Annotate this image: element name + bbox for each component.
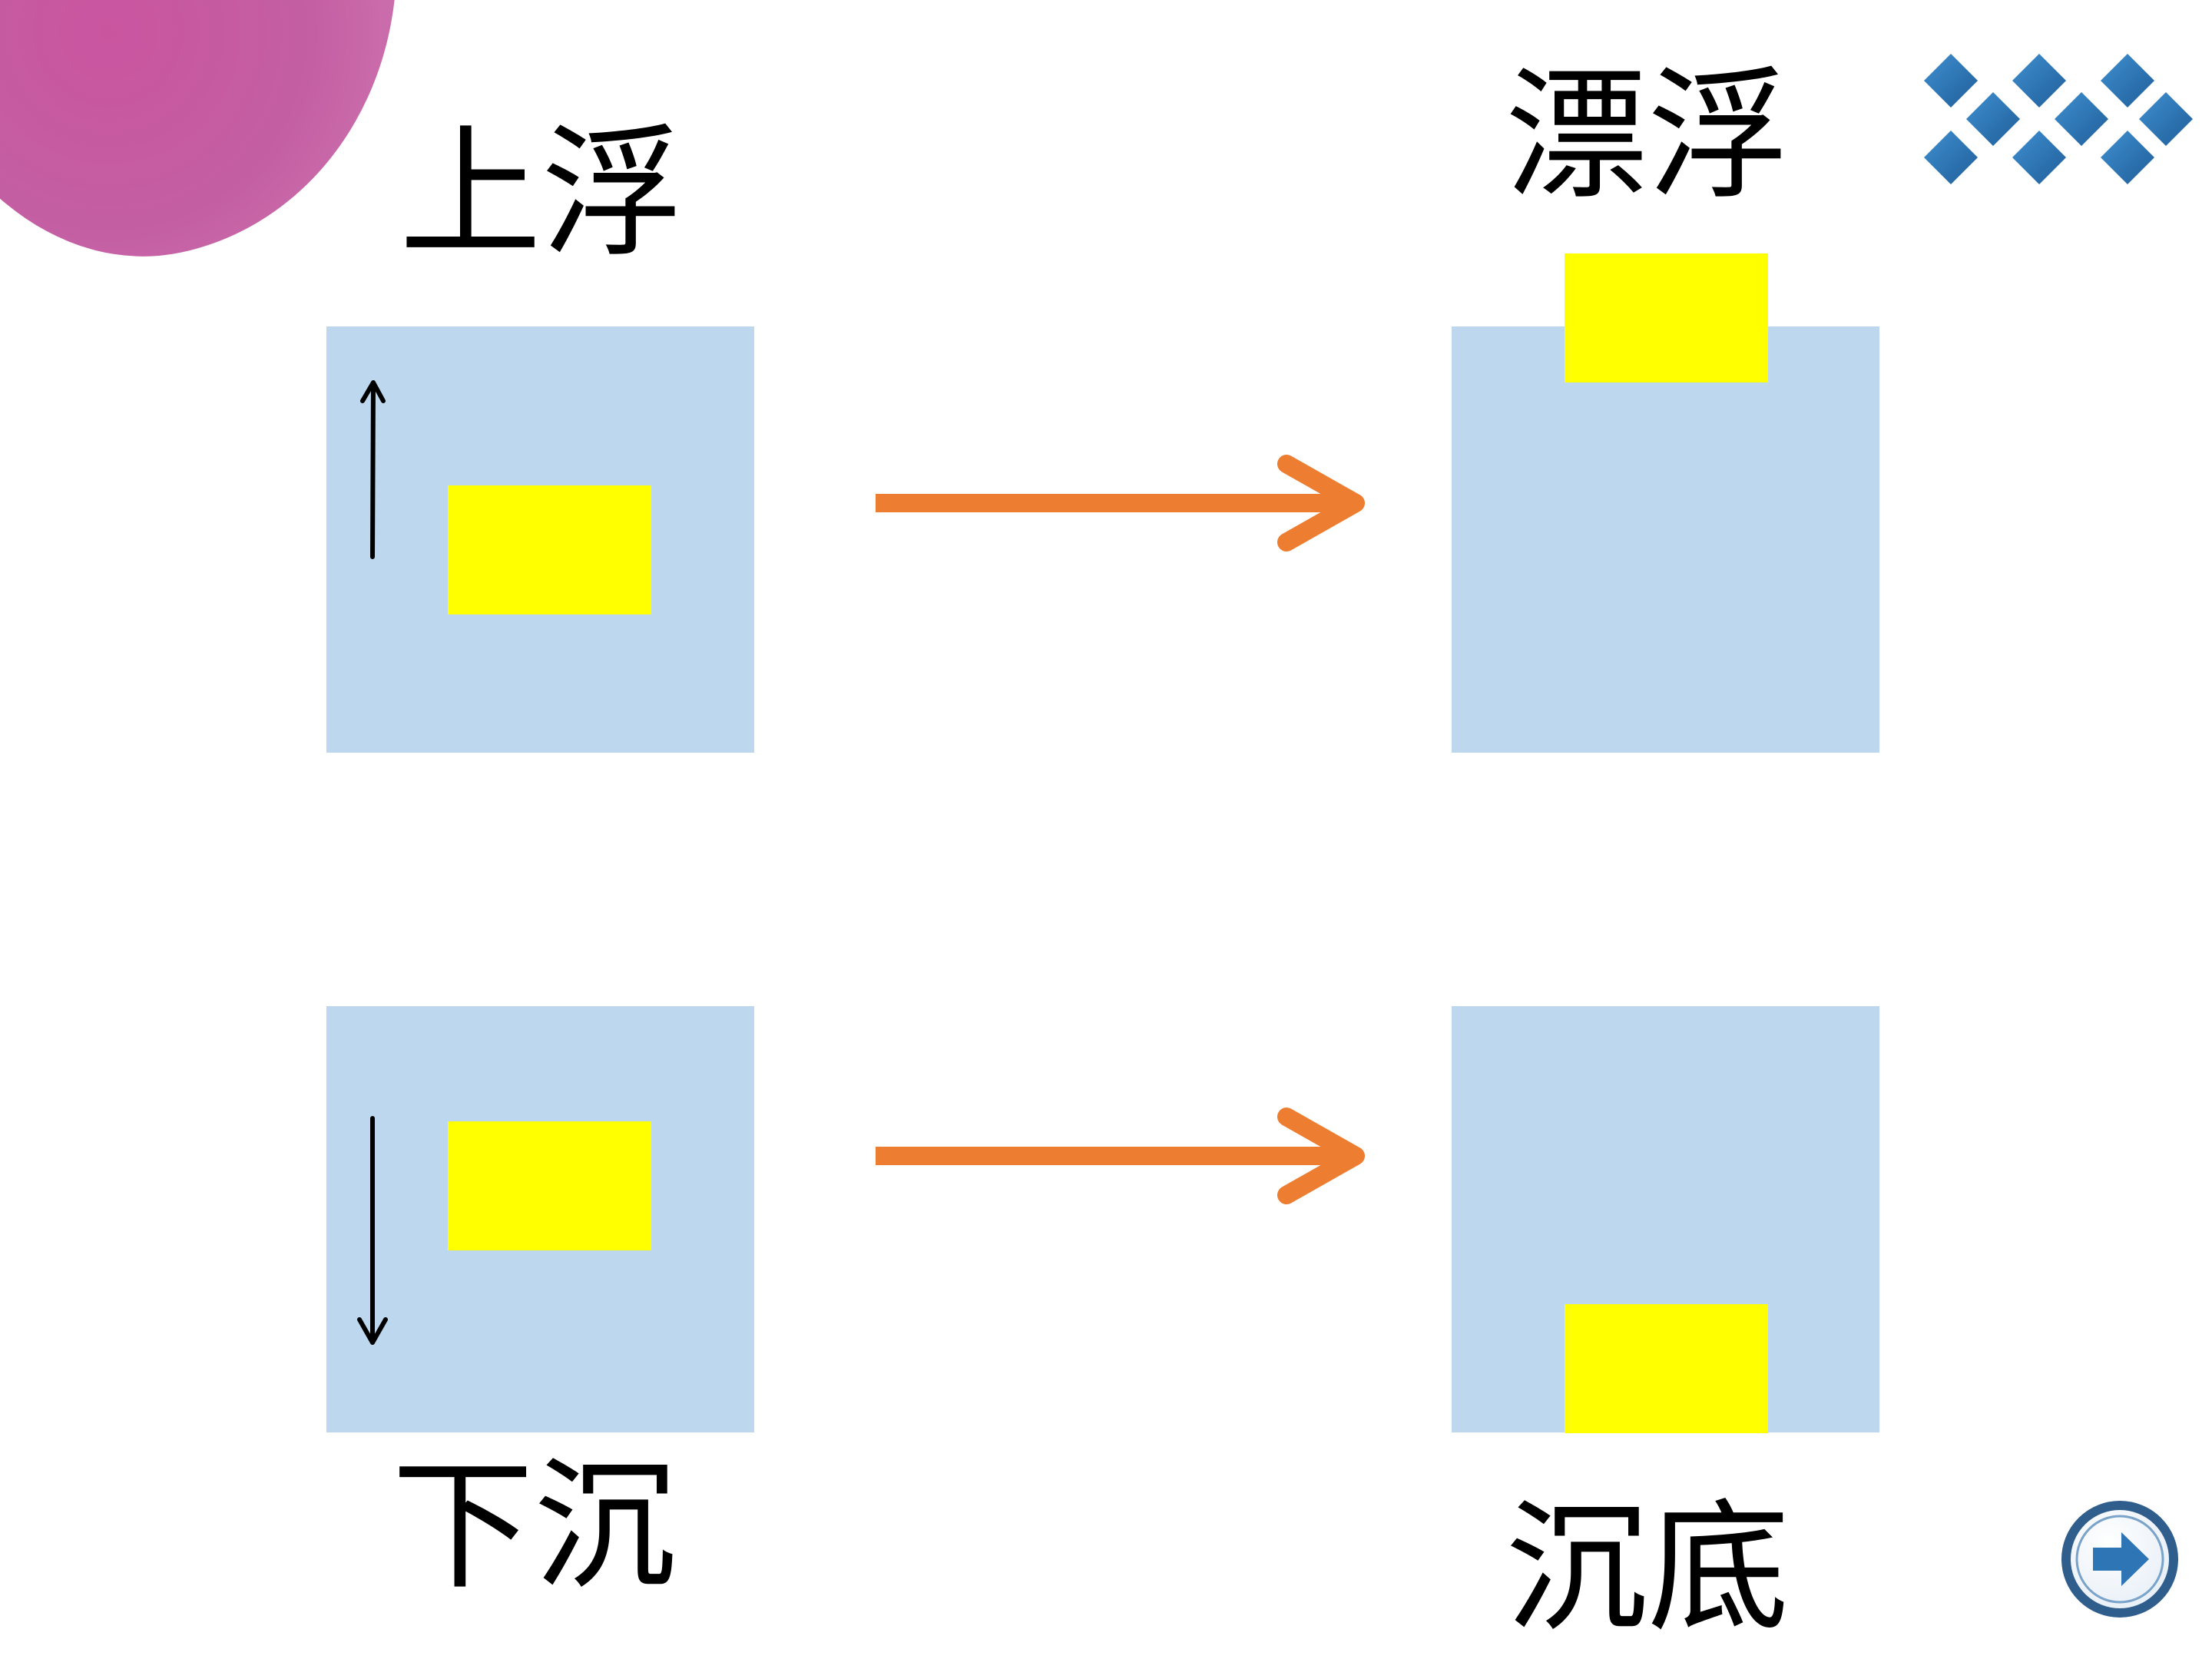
next-slide-button[interactable] <box>2058 1498 2181 1621</box>
label-sink: 下沉 <box>392 1443 676 1609</box>
diamond-pattern-icon <box>1905 46 2197 200</box>
transition-arrow-top <box>876 455 1365 551</box>
label-settle: 沉底 <box>1505 1485 1790 1651</box>
object-block-floating <box>1565 253 1768 382</box>
down-arrow-icon <box>357 1116 388 1345</box>
transition-arrow-bottom <box>876 1108 1365 1204</box>
decorative-blob <box>0 0 454 300</box>
object-block-sinking <box>448 1121 651 1250</box>
object-block-settled <box>1565 1304 1768 1433</box>
water-container-float <box>1452 326 1879 753</box>
next-arrow-icon <box>2061 1501 2178 1618</box>
label-rise: 上浮 <box>399 111 684 276</box>
label-float: 漂浮 <box>1505 53 1790 219</box>
object-block-rising <box>448 485 651 614</box>
up-arrow-icon <box>360 380 386 559</box>
